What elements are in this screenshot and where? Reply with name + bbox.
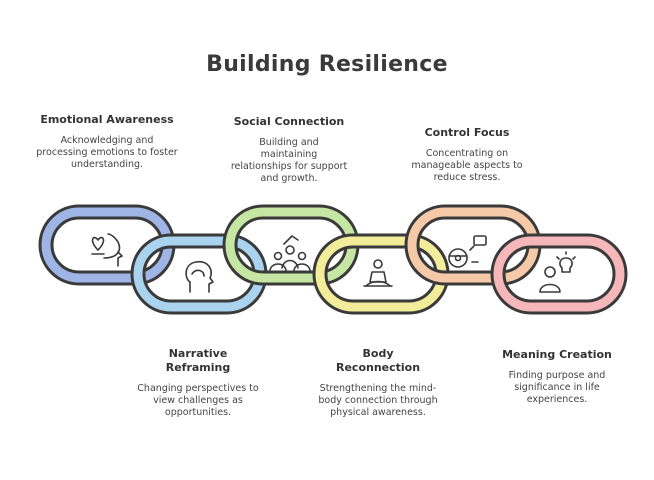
- lightbulb-person-icon: [539, 251, 576, 293]
- link-6: [490, 233, 628, 315]
- item-desc: Acknowledging and processing emotions to…: [36, 135, 178, 170]
- item-control-focus: Control Focus Concentrating on manageabl…: [398, 126, 536, 184]
- item-desc: Building and maintaining relationships f…: [230, 137, 348, 184]
- diagram-title: Building Resilience: [206, 52, 448, 77]
- steering-wheel-icon: [448, 235, 487, 268]
- item-desc: Strengthening the mind-body connection t…: [318, 383, 438, 418]
- item-title: Emotional Awareness: [40, 113, 174, 126]
- item-title: Control Focus: [424, 126, 510, 139]
- item-title: Narrative Reframing: [165, 347, 231, 374]
- item-desc: Finding purpose and significance in life…: [508, 370, 606, 405]
- item-title: Meaning Creation: [502, 348, 612, 361]
- item-emotional-awareness: Emotional Awareness Acknowledging and pr…: [36, 113, 178, 171]
- item-meaning-creation: Meaning Creation Finding purpose and sig…: [488, 348, 626, 406]
- item-desc: Concentrating on manageable aspects to r…: [411, 148, 523, 183]
- heart-head-icon: [91, 233, 123, 267]
- item-social-connection: Social Connection Building and maintaini…: [222, 115, 356, 185]
- item-title: Social Connection: [233, 115, 345, 128]
- item-title: Body Reconnection: [336, 347, 421, 374]
- head-profile-icon: [185, 260, 214, 293]
- people-group-icon: [269, 235, 311, 271]
- item-narrative-reframing: Narrative Reframing Changing perspective…: [126, 347, 270, 419]
- item-body-reconnection: Body Reconnection Strengthening the mind…: [312, 347, 444, 419]
- meditation-icon: [363, 259, 393, 287]
- item-desc: Changing perspectives to view challenges…: [137, 383, 259, 418]
